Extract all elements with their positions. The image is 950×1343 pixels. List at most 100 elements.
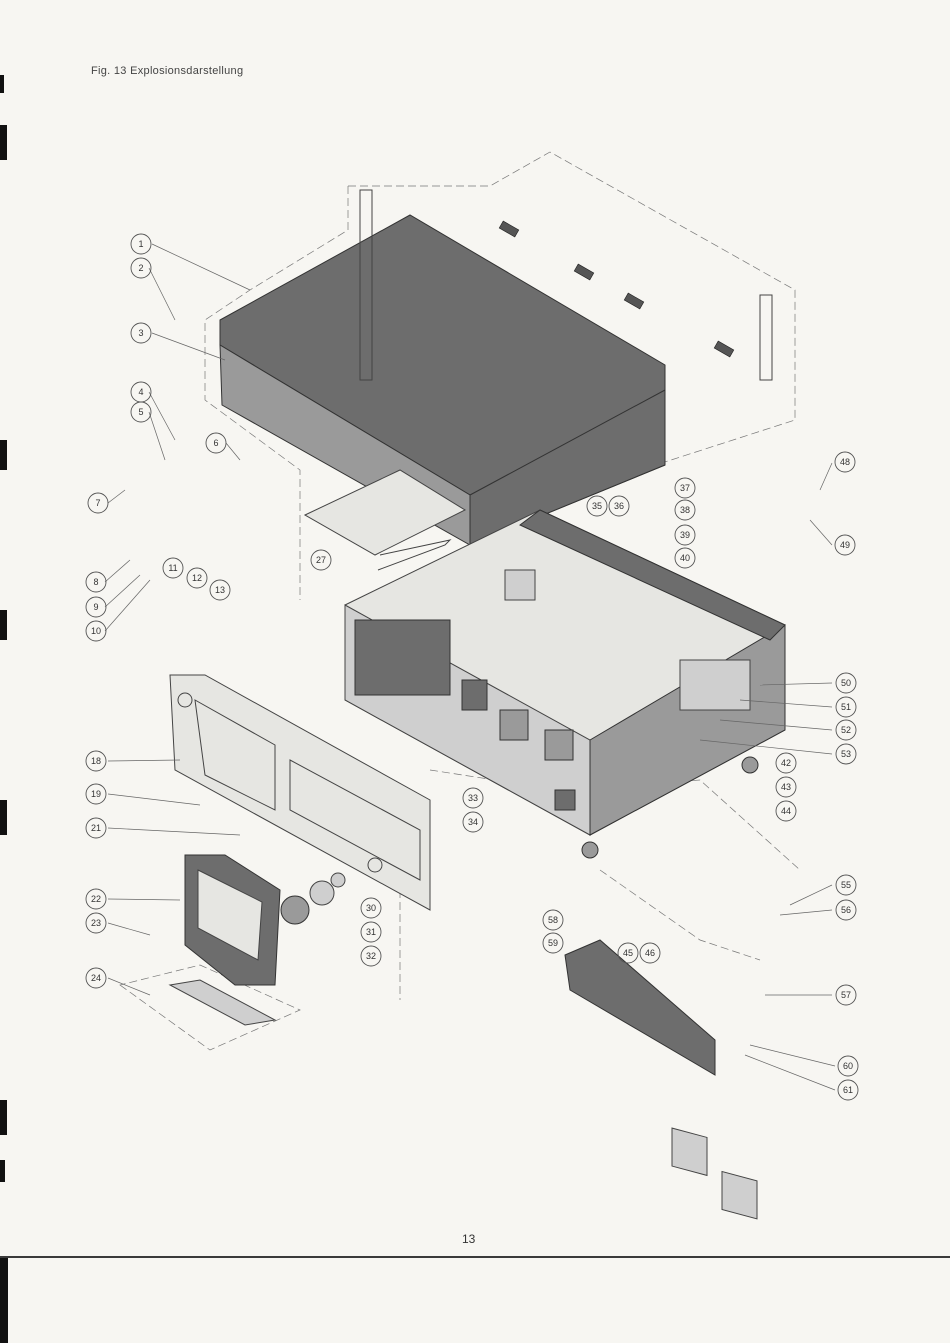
callout-number: 2 xyxy=(138,263,143,273)
callout-number: 43 xyxy=(781,782,791,792)
callout-60: 60 xyxy=(838,1056,858,1076)
cassette-door xyxy=(185,855,280,985)
callout-number: 11 xyxy=(168,563,177,573)
callout-33: 33 xyxy=(463,788,483,808)
callout-31: 31 xyxy=(361,922,381,942)
callout-4: 4 xyxy=(131,382,151,402)
callout-37: 37 xyxy=(675,478,695,498)
callout-32: 32 xyxy=(361,946,381,966)
callout-number: 23 xyxy=(91,918,101,928)
callout-number: 5 xyxy=(138,407,143,417)
footer-rule xyxy=(0,1256,950,1258)
callout-27: 27 xyxy=(311,550,331,570)
callout-number: 22 xyxy=(91,894,101,904)
callout-number: 59 xyxy=(548,938,558,948)
callout-57: 57 xyxy=(836,985,856,1005)
callout-number: 53 xyxy=(841,749,851,759)
callout-56: 56 xyxy=(836,900,856,920)
callout-38: 38 xyxy=(675,500,695,520)
callout-number: 38 xyxy=(680,505,690,515)
callout-number: 12 xyxy=(192,573,202,583)
callout-number: 6 xyxy=(213,438,218,448)
callout-45: 45 xyxy=(618,943,638,963)
callout-6: 6 xyxy=(206,433,226,453)
callout-30: 30 xyxy=(361,898,381,918)
callout-number: 24 xyxy=(91,973,101,983)
callout-number: 61 xyxy=(843,1085,853,1095)
callout-number: 51 xyxy=(841,702,851,712)
callout-number: 46 xyxy=(645,948,655,958)
callout-52: 52 xyxy=(836,720,856,740)
callout-number: 27 xyxy=(316,555,326,565)
callout-58: 58 xyxy=(543,910,563,930)
callout-number: 55 xyxy=(841,880,851,890)
callout-number: 13 xyxy=(215,585,225,595)
callout-44: 44 xyxy=(776,801,796,821)
callout-34: 34 xyxy=(463,812,483,832)
callout-12: 12 xyxy=(187,568,207,588)
callout-number: 45 xyxy=(623,948,633,958)
callout-number: 44 xyxy=(781,806,791,816)
callout-number: 49 xyxy=(840,540,850,550)
callout-61: 61 xyxy=(838,1080,858,1100)
callout-40: 40 xyxy=(675,548,695,568)
callout-number: 10 xyxy=(91,626,101,636)
page-number: 13 xyxy=(462,1232,475,1246)
callout-35: 35 xyxy=(587,496,607,516)
callout-number: 21 xyxy=(91,823,101,833)
callout-1: 1 xyxy=(131,234,151,254)
callout-10: 10 xyxy=(86,621,106,641)
callout-8: 8 xyxy=(86,572,106,592)
callout-number: 40 xyxy=(680,553,690,563)
callout-7: 7 xyxy=(88,493,108,513)
callout-number: 33 xyxy=(468,793,478,803)
callout-number: 31 xyxy=(366,927,376,937)
callout-48: 48 xyxy=(835,452,855,472)
callout-13: 13 xyxy=(210,580,230,600)
callout-number: 19 xyxy=(91,789,101,799)
callout-51: 51 xyxy=(836,697,856,717)
callout-number: 52 xyxy=(841,725,851,735)
callout-5: 5 xyxy=(131,402,151,422)
callout-3: 3 xyxy=(131,323,151,343)
callout-18: 18 xyxy=(86,751,106,771)
callout-number: 32 xyxy=(366,951,376,961)
chassis xyxy=(345,510,785,835)
callout-39: 39 xyxy=(675,525,695,545)
binder-edge xyxy=(0,1258,8,1343)
callout-53: 53 xyxy=(836,744,856,764)
callout-number: 35 xyxy=(592,501,602,511)
callout-43: 43 xyxy=(776,777,796,797)
callout-50: 50 xyxy=(836,673,856,693)
callout-number: 4 xyxy=(138,387,143,397)
callout-number: 36 xyxy=(614,501,624,511)
callout-number: 18 xyxy=(91,756,101,766)
callout-24: 24 xyxy=(86,968,106,988)
callout-number: 48 xyxy=(840,457,850,467)
callout-number: 57 xyxy=(841,990,851,1000)
callout-number: 37 xyxy=(680,483,690,493)
callout-number: 42 xyxy=(781,758,791,768)
callout-number: 1 xyxy=(138,239,143,249)
callout-23: 23 xyxy=(86,913,106,933)
callout-number: 7 xyxy=(95,498,100,508)
bracket-24 xyxy=(170,980,275,1025)
callout-number: 9 xyxy=(93,602,98,612)
callout-number: 39 xyxy=(680,530,690,540)
meter-panel xyxy=(565,940,757,1219)
callout-number: 50 xyxy=(841,678,851,688)
callout-21: 21 xyxy=(86,818,106,838)
callout-42: 42 xyxy=(776,753,796,773)
callout-number: 56 xyxy=(841,905,851,915)
callout-11: 11 xyxy=(163,558,183,578)
callout-55: 55 xyxy=(836,875,856,895)
callout-number: 58 xyxy=(548,915,558,925)
callout-number: 60 xyxy=(843,1061,853,1071)
callout-2: 2 xyxy=(131,258,151,278)
callout-36: 36 xyxy=(609,496,629,516)
callout-number: 3 xyxy=(138,328,143,338)
callout-number: 30 xyxy=(366,903,376,913)
callout-46: 46 xyxy=(640,943,660,963)
callout-49: 49 xyxy=(835,535,855,555)
